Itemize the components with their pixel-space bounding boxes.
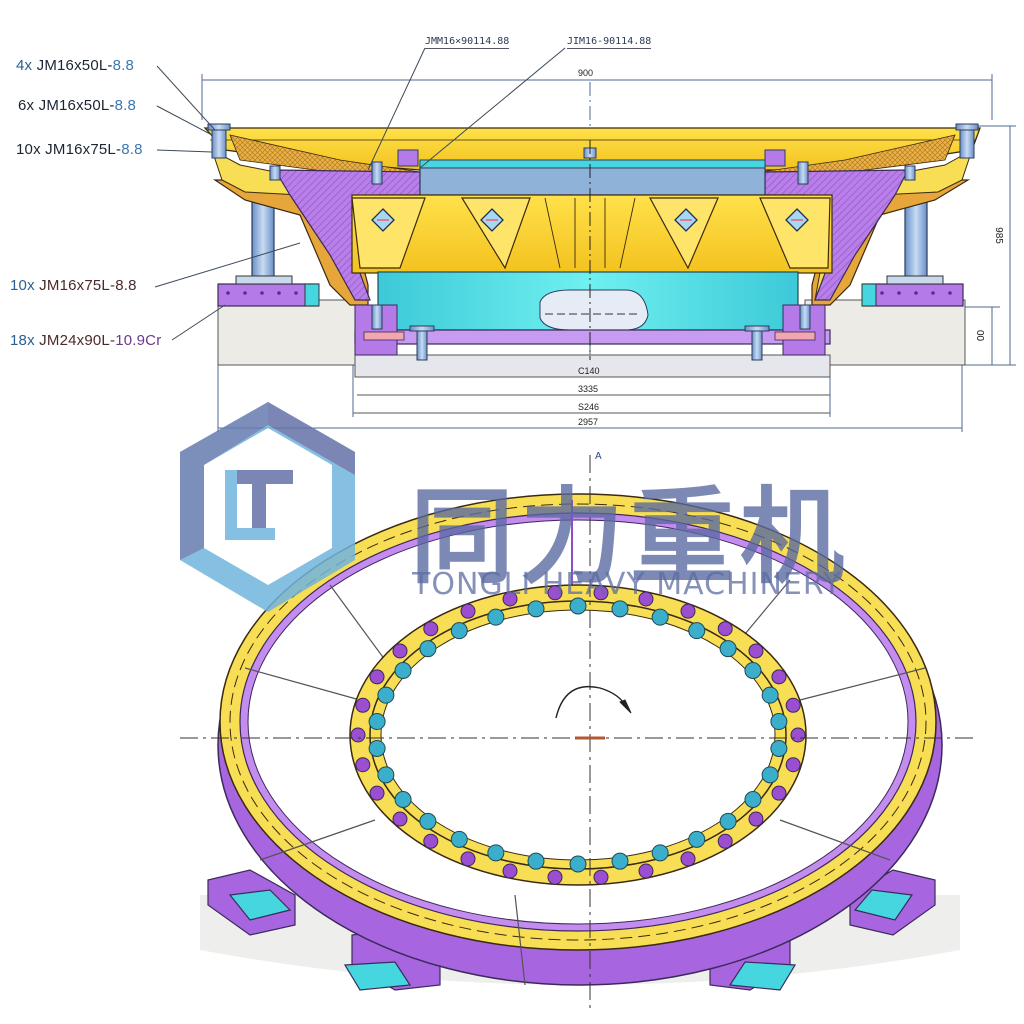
- company-logo-icon: [180, 402, 355, 612]
- rotation-arrow-icon: [555, 686, 628, 719]
- callout-bolt-3: 10x JM16x75L-8.8: [16, 141, 143, 158]
- callout-qty: 4x: [16, 57, 33, 74]
- callout-spec: JM24x90L-: [39, 332, 116, 349]
- callout-spec: JM16x75L-: [45, 141, 122, 158]
- callout-spec: JM16x50L-: [38, 97, 115, 114]
- dim-height-total: 985: [992, 227, 1004, 244]
- callout-grade: 10.9Cr: [115, 332, 162, 349]
- callout-spec: JM16x75L-: [39, 277, 116, 294]
- view-label: A: [595, 451, 602, 462]
- bolt-icons: [207, 123, 979, 361]
- callout-grade: 8.8: [121, 141, 143, 158]
- cross-section-view: [203, 123, 981, 378]
- bolt-ring: [350, 585, 806, 885]
- dim-bottom-1: C140: [578, 366, 600, 376]
- callout-qty: 6x: [18, 97, 35, 114]
- dim-bottom-3: S246: [578, 402, 600, 412]
- watermark-chinese: 同力重机: [410, 476, 851, 598]
- callout-bolt-5: 18x JM24x90L-10.9Cr: [10, 332, 161, 349]
- callout-top-1: JMM16×90114.88: [425, 36, 510, 49]
- dim-bottom-2: 3335: [578, 384, 599, 394]
- callout-qty: 10x: [16, 141, 41, 158]
- dim-height-base: 00: [974, 329, 986, 342]
- watermark-english: TONGLI HEAVY MACHINERY: [412, 567, 843, 602]
- callout-grade: 8.8: [115, 277, 137, 294]
- dim-top-width: 900: [578, 68, 594, 78]
- plan-view: [180, 455, 975, 1010]
- callout-grade: 8.8: [112, 57, 135, 74]
- callout-qty: 10x: [10, 277, 35, 294]
- callout-bolt-2: 6x JM16x50L-8.8: [18, 97, 136, 114]
- leader-lines: [154, 47, 566, 341]
- callout-qty: 18x: [10, 332, 35, 349]
- callout-spec: JM16x50L-: [36, 57, 113, 74]
- callout-top-2: JIM16-90114.88: [567, 36, 652, 49]
- callout-bolt-1: 4x JM16x50L-8.8: [16, 57, 134, 74]
- dim-bottom-4: 2957: [578, 417, 599, 427]
- callout-bolt-4: 10x JM16x75L-8.8: [10, 277, 137, 294]
- callout-grade: 8.8: [114, 97, 137, 114]
